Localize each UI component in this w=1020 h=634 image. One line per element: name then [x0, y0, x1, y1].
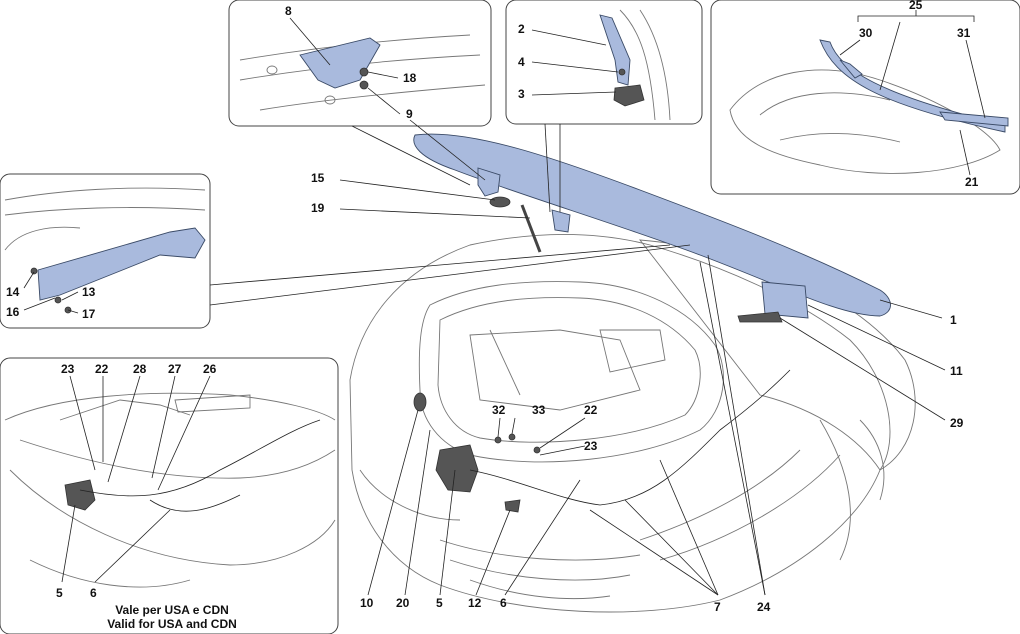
callout-11: 11	[950, 364, 963, 378]
callout-22b: 22	[584, 403, 598, 417]
callout-24: 24	[757, 600, 771, 614]
callout-6: 6	[500, 596, 507, 610]
inset-usa-cdn	[0, 357, 339, 634]
callout-22a: 22	[95, 362, 109, 376]
callout-28: 28	[133, 362, 147, 376]
callout-7: 7	[714, 600, 721, 614]
callout-4: 4	[518, 55, 525, 69]
callout-5-inset: 5	[56, 586, 63, 600]
callout-17: 17	[82, 307, 96, 321]
main-car-drawing	[349, 234, 916, 613]
latch-assembly	[435, 444, 479, 493]
screw-22	[533, 446, 541, 454]
inset-hinge-side	[505, 0, 703, 125]
hood-hinge-bracket	[477, 167, 501, 197]
callout-13: 13	[82, 285, 96, 299]
callout-labels: 1 2 3 4 5 6 7 8 9 10 11 12 13 14 15 16 1…	[6, 0, 979, 614]
screw-33	[508, 433, 516, 441]
insulation-pad	[761, 281, 809, 319]
callout-19: 19	[311, 201, 325, 215]
callout-23b: 23	[584, 439, 598, 453]
callout-29: 29	[950, 416, 964, 430]
callout-1: 1	[950, 313, 957, 327]
hood-panel	[413, 133, 891, 317]
callout-23a: 23	[61, 362, 75, 376]
callout-30: 30	[859, 26, 873, 40]
callout-10: 10	[360, 596, 374, 610]
inset-caption-line1: Vale per USA e CDN	[115, 603, 229, 617]
rubber-plug	[489, 196, 511, 208]
callout-32: 32	[492, 403, 506, 417]
callout-14: 14	[6, 285, 20, 299]
cable-clip	[504, 499, 521, 513]
callout-33: 33	[532, 403, 546, 417]
callout-5: 5	[436, 596, 443, 610]
callout-2: 2	[518, 22, 525, 36]
callout-15: 15	[311, 171, 325, 185]
callout-16: 16	[6, 305, 20, 319]
callout-21: 21	[965, 175, 979, 189]
switch-sensor	[413, 392, 427, 412]
callout-31: 31	[957, 26, 971, 40]
callout-26: 26	[203, 362, 217, 376]
hinge-small	[551, 209, 571, 233]
inset-caption-line2: Valid for USA and CDN	[107, 617, 237, 631]
leader-lines	[23, 10, 986, 596]
callout-27: 27	[168, 362, 182, 376]
callout-12: 12	[468, 596, 482, 610]
inset-hinge-top	[228, 0, 492, 127]
callout-3: 3	[518, 87, 525, 101]
callout-8: 8	[285, 4, 292, 18]
callout-6-inset: 6	[90, 586, 97, 600]
callout-20: 20	[396, 596, 410, 610]
callout-9: 9	[406, 107, 413, 121]
seal-clip	[737, 311, 783, 323]
inset-front-cover	[0, 173, 211, 329]
release-cable	[469, 369, 791, 506]
callout-18: 18	[403, 71, 417, 85]
gas-strut	[520, 204, 542, 253]
inset-hood-seal	[710, 0, 1020, 195]
callout-25: 25	[909, 0, 923, 12]
screw-32	[494, 436, 502, 444]
